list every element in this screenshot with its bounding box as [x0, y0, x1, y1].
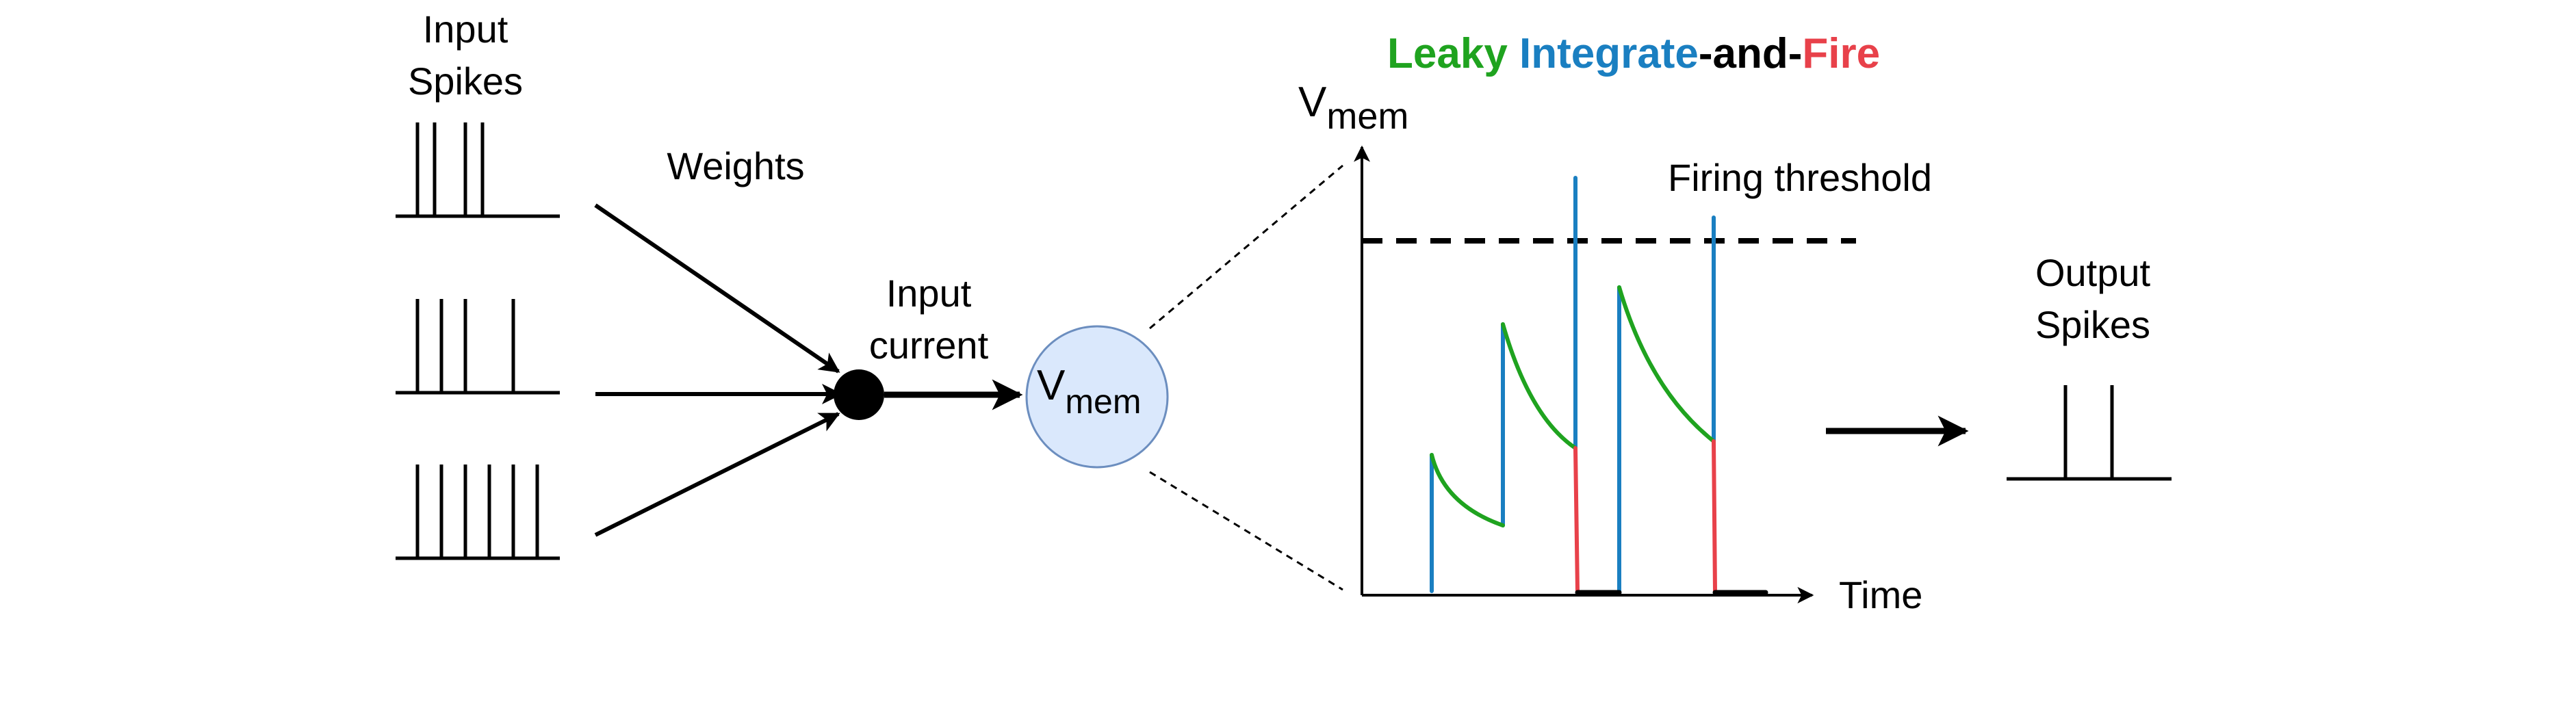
fire-reset-segments: [1573, 439, 1717, 593]
zoom-lines: [1149, 164, 1343, 591]
firing-threshold-label: Firing threshold: [1668, 156, 1932, 199]
weights-label: Weights: [667, 144, 804, 187]
neuron-vmem: [1025, 325, 1169, 469]
y-axis-label: Vmem: [1298, 79, 1408, 137]
input-current-label-line2: current: [869, 324, 989, 367]
output-spike-train: [2007, 385, 2172, 481]
input-spikes-label-line1: Input: [423, 8, 508, 51]
output-spikes-label-line1: Output: [2035, 251, 2151, 294]
output-spikes-label-line2: Spikes: [2035, 303, 2150, 346]
lif-title: Leaky Integrate-and-Fire: [1387, 30, 1880, 77]
weight-arrow-bottom: [594, 412, 840, 537]
input-spikes-label-line2: Spikes: [408, 60, 523, 103]
leaky-decay-segments: [1430, 285, 1716, 527]
input-spike-trains: [396, 122, 560, 560]
input-current-label-line1: Input: [886, 272, 972, 315]
weight-arrows: [594, 203, 842, 537]
x-axis-label: Time: [1839, 573, 1922, 616]
integrate-segments: [1430, 176, 1716, 593]
membrane-trace: [1430, 176, 1768, 595]
neuron-vmem-label: Vmem: [1037, 362, 1141, 421]
summation-node: [834, 369, 884, 420]
weight-arrow-top: [594, 203, 840, 374]
